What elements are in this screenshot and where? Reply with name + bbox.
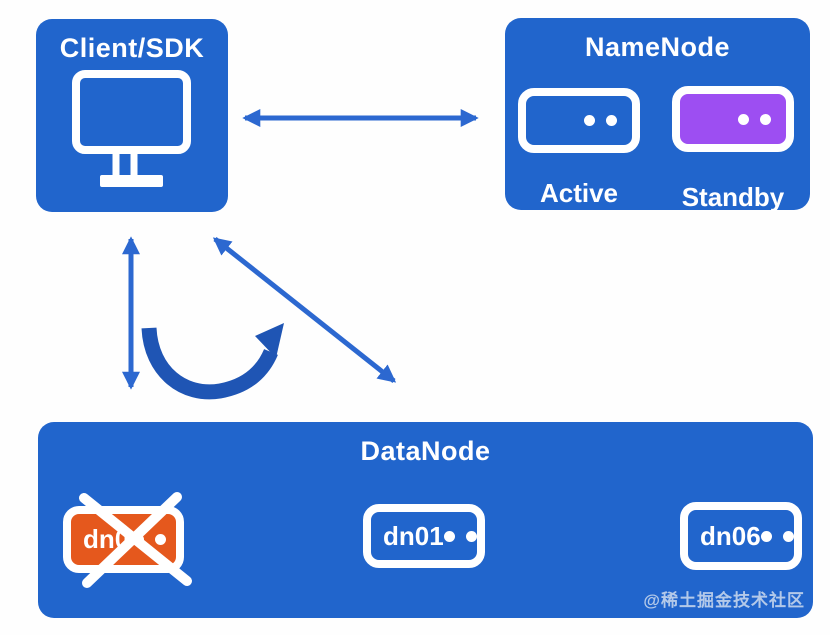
monitor-icon bbox=[72, 70, 191, 187]
namenode-box: NameNode Active Standby bbox=[505, 18, 810, 212]
standby-label: Standby bbox=[681, 182, 785, 212]
datanode-dn01: dn01 bbox=[363, 504, 485, 568]
client-sdk-title: Client/SDK bbox=[59, 33, 205, 63]
led-dot bbox=[155, 534, 166, 545]
datanode-box: DataNode dn0 dn01 dn06 @稀土掘金技术社区 bbox=[38, 422, 813, 618]
dn01-label: dn01 bbox=[383, 520, 444, 551]
server-icon-standby bbox=[672, 86, 794, 152]
server-led-dots bbox=[443, 530, 477, 542]
datanode-title: DataNode bbox=[360, 436, 491, 466]
namenode-title: NameNode bbox=[584, 32, 731, 62]
watermark: @稀土掘金技术社区 bbox=[643, 591, 805, 610]
active-label: Active bbox=[539, 178, 619, 208]
server-led-dots bbox=[584, 115, 617, 126]
led-dot bbox=[606, 115, 617, 126]
led-dot bbox=[133, 534, 144, 545]
curved-arrow bbox=[141, 323, 284, 400]
dn06-label: dn06 bbox=[700, 520, 761, 551]
datanode-dn0-failed: dn0 bbox=[63, 506, 184, 573]
led-dot bbox=[760, 530, 772, 542]
server-icon-active bbox=[518, 88, 640, 153]
server-led-dots bbox=[760, 530, 794, 542]
server-led-dots bbox=[133, 534, 166, 545]
diagonal-double-arrow bbox=[212, 237, 397, 383]
datanode-dn06: dn06 bbox=[680, 502, 802, 570]
client-sdk-box: Client/SDK bbox=[36, 19, 228, 212]
server-led-dots bbox=[738, 113, 771, 125]
dn0-label: dn0 bbox=[83, 524, 130, 554]
led-dot bbox=[782, 530, 794, 542]
led-dot bbox=[465, 530, 477, 542]
led-dot bbox=[584, 115, 595, 126]
led-dot bbox=[738, 113, 749, 125]
led-dot bbox=[760, 113, 771, 125]
led-dot bbox=[443, 530, 455, 542]
